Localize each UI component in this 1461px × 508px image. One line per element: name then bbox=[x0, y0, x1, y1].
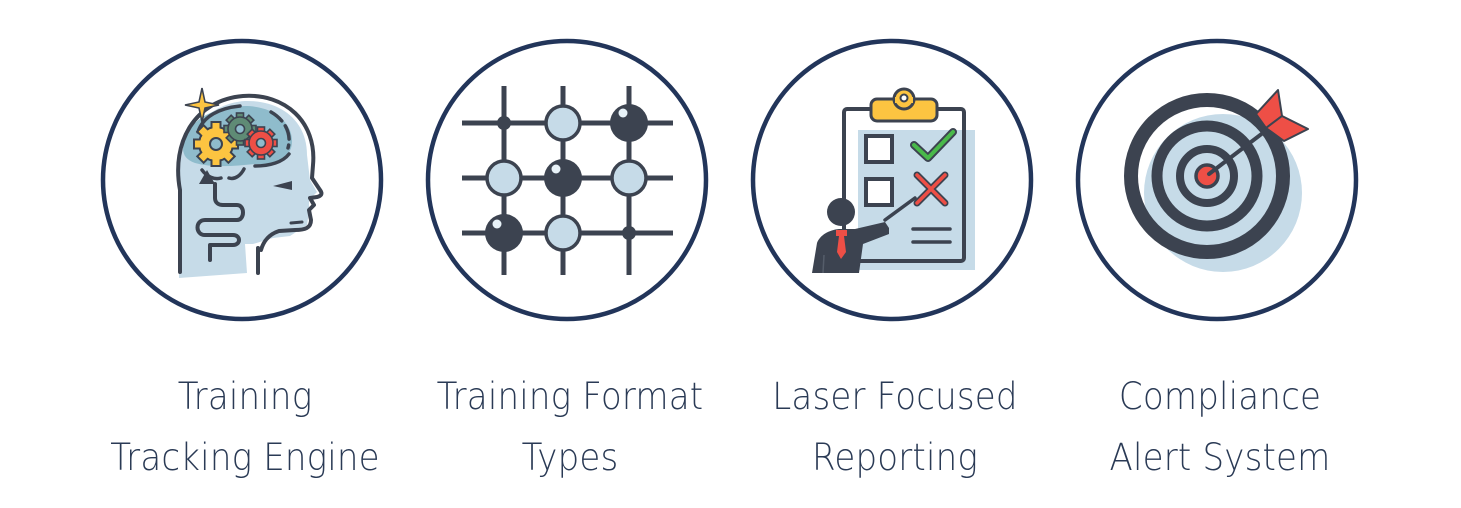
feature-title-line-2: Reporting bbox=[812, 436, 978, 479]
feature-icon-badge bbox=[100, 38, 384, 322]
feature-title: Laser Focused Reporting bbox=[739, 366, 1052, 488]
feature-training-format-types: Training Format Types bbox=[420, 0, 745, 508]
gear-red bbox=[244, 126, 278, 160]
grid-node-dark bbox=[485, 214, 523, 252]
node-highlight bbox=[551, 164, 561, 174]
pointer-stick bbox=[883, 196, 917, 222]
grid-node-small bbox=[622, 226, 636, 240]
feature-icon-badge bbox=[425, 38, 709, 322]
grid-node-small bbox=[497, 116, 511, 130]
brain-gears-head-icon bbox=[176, 87, 324, 278]
feature-icon-badge bbox=[1075, 38, 1359, 322]
grid-node-light bbox=[485, 159, 523, 197]
arrow-shaft bbox=[1207, 124, 1274, 176]
inner-arc bbox=[253, 152, 291, 168]
feature-title-line-1: Training Format bbox=[436, 375, 704, 418]
feature-title: Training Format Types bbox=[414, 366, 727, 488]
node-highlight bbox=[618, 108, 628, 118]
head-outline bbox=[176, 93, 324, 274]
target-ring-inner bbox=[1176, 145, 1238, 207]
node-highlight bbox=[492, 219, 502, 229]
sparkle-star bbox=[184, 87, 220, 123]
feature-title-line-1: Compliance bbox=[1118, 375, 1322, 418]
inner-arc bbox=[269, 110, 291, 150]
cross-mark-icon bbox=[915, 173, 947, 205]
thought-path bbox=[195, 182, 245, 262]
feature-compliance-alert-system: Compliance Alert System bbox=[1070, 0, 1395, 508]
checkbox-2 bbox=[864, 177, 894, 207]
grid-nodes-icon bbox=[462, 86, 673, 275]
grid-node-light bbox=[544, 104, 582, 142]
feature-title-line-1: Laser Focused bbox=[772, 375, 1018, 418]
check-mark-icon bbox=[912, 130, 955, 160]
grid-node-light bbox=[610, 159, 648, 197]
feature-training-tracking-engine: Training Tracking Engine bbox=[95, 0, 420, 508]
arrow-fletching-bottom bbox=[1265, 115, 1309, 142]
grid-node-light bbox=[544, 214, 582, 252]
target-arrow-icon bbox=[1124, 89, 1309, 272]
feature-title-line-2: Alert System bbox=[1109, 436, 1331, 479]
feature-icon-badge bbox=[750, 38, 1034, 322]
target-ring-outer bbox=[1124, 93, 1290, 259]
presenter-head bbox=[827, 198, 855, 226]
arrow-head bbox=[199, 170, 215, 184]
grid-node-dark bbox=[544, 159, 582, 197]
eye-shape bbox=[273, 181, 292, 190]
clipboard-presenter-icon bbox=[812, 87, 975, 274]
checkbox-1 bbox=[864, 134, 894, 164]
grid-node-dark bbox=[610, 104, 648, 142]
feature-title: Compliance Alert System bbox=[1064, 366, 1377, 488]
presenter-figure bbox=[812, 196, 917, 274]
feature-laser-focused-reporting: Laser Focused Reporting bbox=[745, 0, 1070, 508]
feature-title-line-2: Tracking Engine bbox=[110, 436, 380, 479]
clip-hole bbox=[899, 93, 909, 103]
feature-title-line-1: Training bbox=[177, 375, 313, 418]
target-ring-middle bbox=[1151, 120, 1263, 232]
presenter-body bbox=[812, 222, 889, 273]
presenter-tie bbox=[837, 236, 846, 259]
mouth-line bbox=[289, 220, 304, 225]
feature-title-line-2: Types bbox=[521, 436, 619, 479]
feature-title: Training Tracking Engine bbox=[89, 366, 402, 488]
